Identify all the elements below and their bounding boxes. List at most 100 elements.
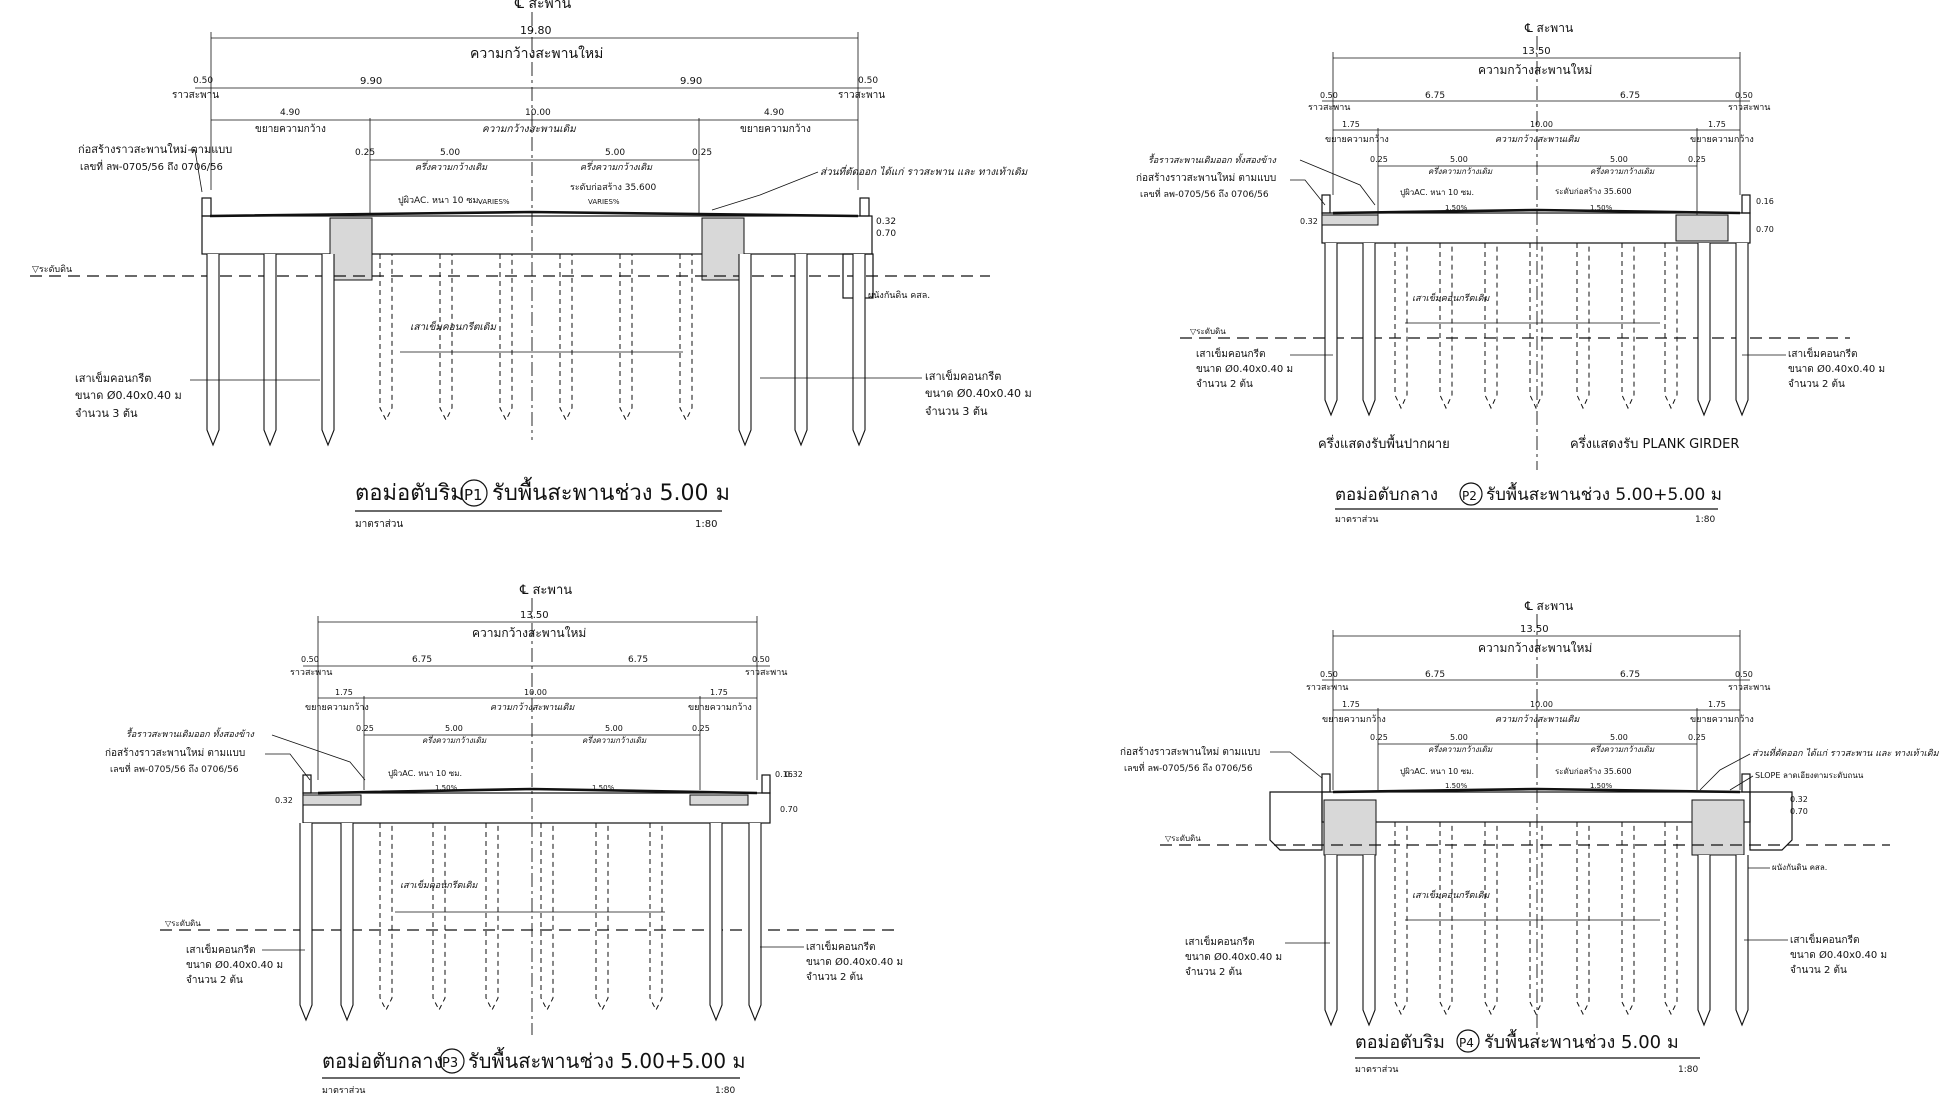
p2-new-width: ความกว้างสะพานใหม่ <box>1478 63 1592 77</box>
p4-curb-level: ระดับก่อสร้าง 35.600 <box>1555 767 1632 776</box>
p3-title: ตอม่อตับกลาง <box>322 1049 443 1073</box>
p4-rail-ref: เลขที่ ลพ-0705/56 ถึง 0706/56 <box>1124 761 1253 774</box>
p3-water-level: ▽ระดับดิน <box>165 919 201 928</box>
panel-p3: ℄ สะพาน 13.50 ความกว้างสะพานใหม่ 0.50 0.… <box>105 583 903 1096</box>
p3-dim-edge-r: 0.25 <box>692 724 710 733</box>
p2-dim-halfold-r: 5.00 <box>1610 155 1628 164</box>
p1-rail-build: ก่อสร้างราวสะพานใหม่ ตามแบบ <box>78 143 232 156</box>
p2-widen-r: ขยายความกว้าง <box>1690 134 1754 145</box>
p2-water-level: ▽ระดับดิน <box>1190 327 1226 336</box>
p3-rail-l: ราวสะพาน <box>290 668 332 678</box>
p3-dim-deck2: 0.70 <box>780 805 798 814</box>
p1-title-tag: P1 <box>464 486 483 504</box>
p1-pile-count-l: จำนวน 3 ต้น <box>75 407 138 420</box>
p4-dim-rail-r: 0.50 <box>1735 670 1753 679</box>
p1-curb-level: ระดับก่อสร้าง 35.600 <box>570 182 656 193</box>
p4-pile-count-l: จำนวน 2 ต้น <box>1185 966 1242 978</box>
p2-dim-rail-r: 0.50 <box>1735 91 1753 100</box>
panel-p1: ℄ สะพาน 19.80 ความกว้างสะพานใหม่ 0.50 0.… <box>30 0 1032 530</box>
p4-dim-edge-l: 0.25 <box>1370 733 1388 742</box>
p4-dim-widen-l: 1.75 <box>1342 700 1360 709</box>
p4-dim-widen-r: 1.75 <box>1708 700 1726 709</box>
p3-halfold-r: ครึ่งความกว้างเดิม <box>582 734 647 745</box>
p2-half-slab: ครึ่งแสดงรับพื้นปากผาย <box>1318 434 1450 452</box>
p1-water-level: ▽ระดับดิน <box>32 264 72 275</box>
p3-title-tag: P3 <box>442 1056 458 1071</box>
p3-title-rest: รับพื้นสะพานช่วง 5.00+5.00 ม <box>468 1047 746 1073</box>
p4-dim-half-r: 6.75 <box>1620 670 1640 680</box>
p3-dim-edge-l: 0.25 <box>356 724 374 733</box>
p4-slope-l: 1.50% <box>1445 782 1468 790</box>
p1-dim-rail-l: 0.50 <box>193 76 213 86</box>
p1-centerline-label: ℄ สะพาน <box>514 0 572 12</box>
p3-dim-curb: 0.16 <box>775 770 793 779</box>
p2-pile-size-l: ขนาด Ø0.40x0.40 ม <box>1196 363 1293 375</box>
p1-dim-edge-l: 0.25 <box>355 148 375 158</box>
p2-rail-l: ราวสะพาน <box>1308 103 1350 113</box>
p2-slope-r: 1.50% <box>1590 204 1613 212</box>
p3-pile-r: เสาเข็มคอนกรีต <box>806 939 875 953</box>
p1-dim-widen-l: 4.90 <box>280 108 300 118</box>
p1-rail-ref: เลขที่ ลพ-0705/56 ถึง 0706/56 <box>80 159 223 173</box>
p4-halfold-r: ครึ่งความกว้างเดิม <box>1590 743 1655 754</box>
p1-dim-half-r: 9.90 <box>680 76 702 87</box>
p1-varies-l: VARIES% <box>478 198 510 206</box>
p2-pile-count-r: จำนวน 2 ต้น <box>1788 378 1845 390</box>
p3-demolish: รื้อราวสะพานเดิมออก ทั้งสองข้าง <box>126 727 254 740</box>
panel-p4: ℄ สะพาน 13.50 ความกว้างสะพานใหม่ 0.50 0.… <box>1120 599 1940 1075</box>
p1-scale: 1:80 <box>695 519 717 530</box>
p3-ac: ปูผิวAC. หนา 10 ซม. <box>388 769 462 779</box>
p1-piles <box>206 254 866 447</box>
p4-scale-label: มาตราส่วน <box>1355 1065 1398 1075</box>
p4-dim-total: 13.50 <box>1520 624 1549 635</box>
p3-pier-cap <box>302 792 771 824</box>
p4-rail-r: ราวสะพาน <box>1728 683 1770 693</box>
p4-new-width: ความกว้างสะพานใหม่ <box>1478 641 1592 655</box>
p2-dim-deck2: 0.70 <box>1756 225 1774 234</box>
p1-hatched-block-r <box>701 217 745 281</box>
p3-dim-widen-r: 1.75 <box>710 688 728 697</box>
p3-pile-size-l: ขนาด Ø0.40x0.40 ม <box>186 959 283 971</box>
panel-p2: ℄ สะพาน 13.50 ความกว้างสะพานใหม่ 0.50 0.… <box>1136 21 1885 525</box>
p4-widen-r: ขยายความกว้าง <box>1690 714 1754 725</box>
p2-pier-cap <box>1321 212 1751 244</box>
p2-pile-count-l: จำนวน 2 ต้น <box>1196 378 1253 390</box>
p1-varies-r: VARIES% <box>588 198 620 206</box>
p1-dim-rail-r: 0.50 <box>858 76 878 86</box>
p1-halfold-l: ครึ่งความกว้างเดิม <box>415 160 488 173</box>
p2-rail-ref: เลขที่ ลพ-0705/56 ถึง 0706/56 <box>1140 187 1269 200</box>
p3-scale-label: มาตราส่วน <box>322 1086 365 1096</box>
p2-scale: 1:80 <box>1695 515 1715 525</box>
p3-dim-half-r: 6.75 <box>628 655 648 665</box>
p2-slope-l: 1.50% <box>1445 204 1468 212</box>
p2-demolish: รื้อราวสะพานเดิมออก ทั้งสองข้าง <box>1148 153 1276 166</box>
p2-dim-rail-l: 0.50 <box>1320 91 1338 100</box>
p2-title-rest: รับพื้นสะพานช่วง 5.00+5.00 ม <box>1486 482 1722 505</box>
p1-title: ตอม่อตับริม <box>355 481 465 506</box>
p4-halfold-l: ครึ่งความกว้างเดิม <box>1428 743 1493 754</box>
p2-pile-size-r: ขนาด Ø0.40x0.40 ม <box>1788 363 1885 375</box>
p1-dim-halfold-r: 5.00 <box>605 148 625 158</box>
p2-halfold-r: ครึ่งความกว้างเดิม <box>1590 165 1655 176</box>
p3-dim-halfold-r: 5.00 <box>605 724 623 733</box>
p4-rail-l: ราวสะพาน <box>1306 683 1348 693</box>
p3-pile-l: เสาเข็มคอนกรีต <box>186 942 255 956</box>
p2-dim-widen-l: 1.75 <box>1342 120 1360 129</box>
p3-rail-build: ก่อสร้างราวสะพานใหม่ ตามแบบ <box>105 747 245 759</box>
p2-piles <box>1324 243 1749 417</box>
p3-dim-rail-r: 0.50 <box>752 655 770 664</box>
p3-old-pile: เสาเข็มคอนกรีตเดิม <box>400 879 478 891</box>
p1-dim-widen-r: 4.90 <box>764 108 784 118</box>
p2-centerline-label: ℄ สะพาน <box>1524 21 1573 35</box>
p4-dim-rail-l: 0.50 <box>1320 670 1338 679</box>
p4-hatched-block-l <box>1323 799 1377 856</box>
p4-dim-halfold-r: 5.00 <box>1610 733 1628 742</box>
p3-dim-rail-l: 0.50 <box>301 655 319 664</box>
p3-pile-count-r: จำนวน 2 ต้น <box>806 971 863 983</box>
p4-pile-r: เสาเข็มคอนกรีต <box>1790 932 1859 946</box>
p3-dim-halfold-l: 5.00 <box>445 724 463 733</box>
p4-water-level: ▽ระดับดิน <box>1165 834 1201 843</box>
p4-pile-count-r: จำนวน 2 ต้น <box>1790 964 1847 976</box>
p1-widen-l: ขยายความกว้าง <box>255 123 326 135</box>
p2-dim-edge-l: 0.25 <box>1370 155 1388 164</box>
